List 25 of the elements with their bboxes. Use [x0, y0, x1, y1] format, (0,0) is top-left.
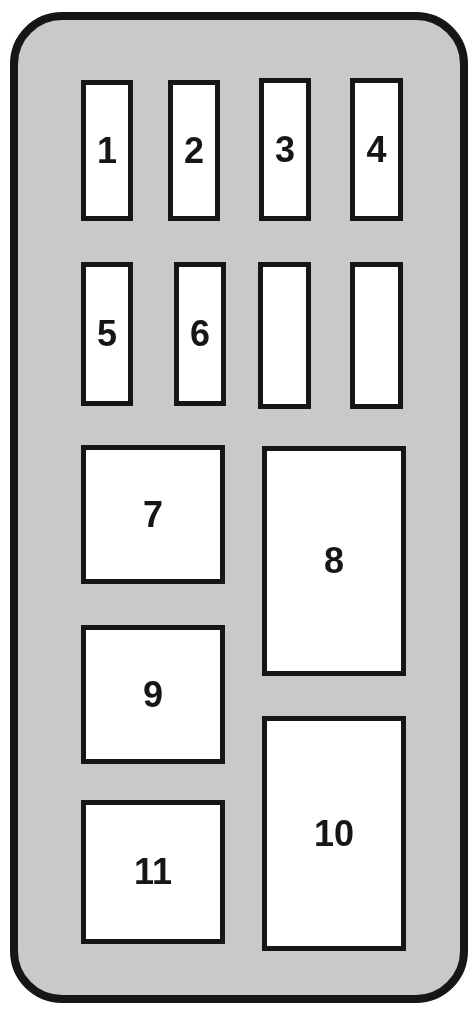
fuse-number: 10	[313, 812, 354, 855]
fuse-slot	[81, 445, 225, 584]
fuse-number: 8	[324, 540, 344, 582]
fuse-number: 11	[133, 851, 173, 893]
fuse-slot	[258, 262, 311, 409]
fuse-number: 4	[366, 128, 387, 171]
fuse-number: 5	[97, 313, 117, 355]
fuse-number: 9	[143, 673, 163, 716]
fuse-slot	[81, 80, 133, 221]
fuse-slot	[262, 716, 406, 951]
fuse-number: 6	[190, 313, 210, 355]
fuse-slot	[259, 78, 311, 221]
fuse-slot	[262, 446, 406, 676]
fuse-slot	[81, 625, 225, 764]
fuse-number: 2	[184, 129, 204, 172]
fuse-slot	[81, 800, 225, 944]
fuse-number: 7	[143, 493, 163, 536]
fuse-slot	[81, 262, 133, 406]
fuse-slot	[174, 262, 226, 406]
fuse-number: 1	[97, 129, 117, 172]
fuse-box-panel	[10, 12, 468, 1003]
fuse-slot	[350, 78, 403, 221]
fuse-slot	[350, 262, 403, 409]
fuse-slot	[168, 80, 220, 221]
fuse-number: 3	[275, 128, 295, 171]
